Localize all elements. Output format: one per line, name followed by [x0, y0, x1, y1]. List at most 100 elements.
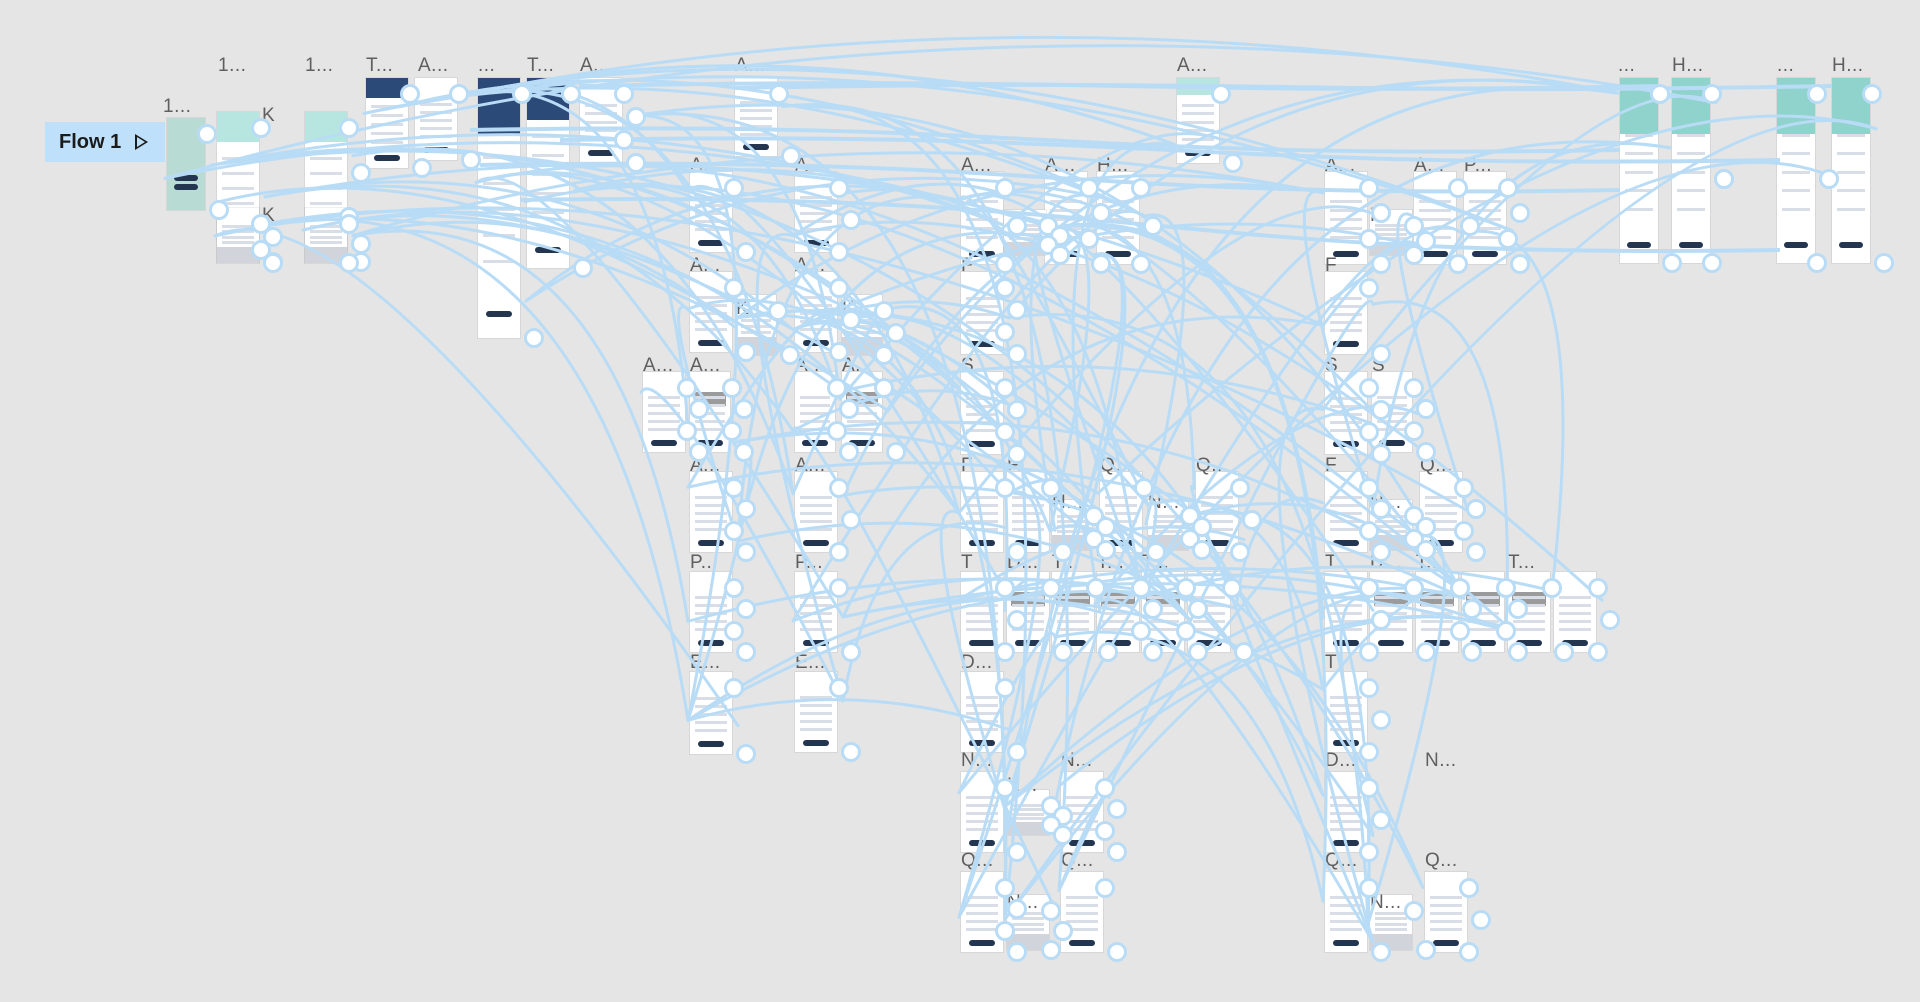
link-handle[interactable] [1371, 542, 1391, 562]
link-handle[interactable] [1371, 203, 1391, 224]
artboard-name-label[interactable]: A... [580, 55, 611, 76]
link-handle[interactable] [1007, 300, 1027, 320]
artboard-name-label[interactable]: T... [527, 55, 555, 76]
artboard-name-label[interactable]: Q... [1325, 850, 1358, 871]
link-handle[interactable] [1359, 642, 1379, 662]
link-handle[interactable] [1371, 942, 1391, 962]
link-handle[interactable] [339, 253, 359, 273]
artboard-name-label[interactable]: N... [1061, 750, 1093, 771]
link-handle[interactable] [1041, 578, 1061, 598]
link-handle[interactable] [1359, 278, 1379, 298]
artboard-name-label[interactable]: 1... [218, 55, 247, 76]
artboard-name-label[interactable]: S [961, 355, 975, 376]
link-handle[interactable] [995, 878, 1015, 898]
link-handle[interactable] [197, 124, 217, 144]
link-handle[interactable] [1176, 620, 1196, 641]
link-handle[interactable] [1086, 578, 1106, 598]
link-handle[interactable] [886, 323, 906, 343]
artboard-name-label[interactable]: T [1325, 552, 1338, 573]
link-handle[interactable] [573, 258, 593, 278]
link-handle[interactable] [1079, 178, 1099, 198]
artboard-name-label[interactable]: N... [1425, 750, 1457, 771]
artboard-name-label[interactable]: D... [961, 652, 993, 673]
prototype-link[interactable] [839, 364, 1372, 425]
artboard-name-label[interactable]: ... [1618, 55, 1636, 76]
link-handle[interactable] [1107, 942, 1127, 962]
link-handle[interactable] [734, 442, 754, 462]
artboard-name-label[interactable]: A... [735, 55, 766, 76]
link-handle[interactable] [1091, 203, 1111, 224]
link-handle[interactable] [524, 328, 544, 348]
link-handle[interactable] [829, 678, 849, 698]
artboard-thumbnail[interactable] [527, 78, 569, 268]
artboard-thumbnail[interactable] [1832, 78, 1870, 263]
link-handle[interactable] [1459, 878, 1479, 898]
link-handle[interactable] [995, 378, 1015, 398]
artboard-name-label[interactable]: A... [690, 155, 721, 176]
artboard-name-label[interactable]: A... [795, 255, 826, 276]
link-handle[interactable] [1600, 610, 1620, 630]
link-handle[interactable] [722, 378, 742, 398]
link-handle[interactable] [995, 642, 1015, 662]
link-handle[interactable] [1359, 378, 1379, 398]
link-handle[interactable] [1095, 820, 1115, 841]
prototype-link[interactable] [461, 64, 1177, 147]
link-handle[interactable] [1554, 642, 1574, 662]
artboard-name-label[interactable]: 1... [163, 96, 192, 117]
link-handle[interactable] [995, 578, 1015, 598]
link-handle[interactable] [251, 118, 271, 138]
link-handle[interactable] [1542, 578, 1562, 598]
artboard-name-label[interactable]: Q... [1100, 455, 1133, 476]
artboard-name-label[interactable]: Q... [1061, 850, 1094, 871]
link-handle[interactable] [1007, 742, 1027, 762]
link-handle[interactable] [677, 378, 697, 398]
artboard-name-label[interactable]: F [961, 455, 974, 476]
artboard-name-label[interactable]: Q... [1425, 850, 1458, 871]
link-handle[interactable] [1862, 84, 1882, 104]
link-handle[interactable] [736, 744, 756, 764]
link-handle[interactable] [614, 130, 634, 150]
link-handle[interactable] [995, 254, 1015, 274]
link-handle[interactable] [461, 150, 481, 170]
artboard-thumbnail[interactable] [1620, 78, 1658, 263]
link-handle[interactable] [1448, 254, 1468, 274]
link-handle[interactable] [1359, 478, 1379, 498]
link-handle[interactable] [841, 210, 861, 230]
link-handle[interactable] [1371, 710, 1391, 730]
link-handle[interactable] [1134, 478, 1154, 498]
artboard-name-label[interactable]: N... [1148, 492, 1180, 513]
link-handle[interactable] [1007, 610, 1027, 630]
link-handle[interactable] [1230, 542, 1250, 562]
link-handle[interactable] [724, 478, 744, 498]
link-handle[interactable] [1007, 216, 1027, 236]
prototype-link[interactable] [461, 64, 1177, 147]
link-handle[interactable] [1496, 578, 1516, 598]
link-handle[interactable] [1053, 642, 1073, 662]
link-handle[interactable] [1454, 478, 1474, 498]
link-handle[interactable] [209, 200, 229, 220]
link-handle[interactable] [1053, 542, 1073, 562]
link-handle[interactable] [1459, 942, 1479, 962]
link-handle[interactable] [1107, 799, 1127, 820]
artboard-name-label[interactable]: A... [418, 55, 449, 76]
link-handle[interactable] [1416, 442, 1436, 462]
link-handle[interactable] [626, 153, 646, 173]
link-handle[interactable] [1192, 540, 1212, 560]
artboard-name-label[interactable]: T [961, 552, 974, 573]
link-handle[interactable] [736, 242, 756, 262]
link-handle[interactable] [1007, 842, 1027, 862]
prototype-link[interactable] [461, 35, 1620, 97]
link-handle[interactable] [1662, 253, 1682, 273]
link-handle[interactable] [1404, 901, 1424, 921]
artboard-name-label[interactable]: A... [690, 255, 721, 276]
link-handle[interactable] [1510, 254, 1530, 274]
link-handle[interactable] [1050, 245, 1070, 265]
artboard-name-label[interactable]: P... [795, 552, 824, 573]
link-handle[interactable] [689, 442, 709, 462]
artboard-thumbnail[interactable] [1777, 78, 1815, 263]
artboard-name-label[interactable]: A... [1414, 155, 1445, 176]
link-handle[interactable] [1242, 510, 1262, 530]
link-handle[interactable] [829, 278, 849, 298]
link-handle[interactable] [1007, 899, 1027, 920]
